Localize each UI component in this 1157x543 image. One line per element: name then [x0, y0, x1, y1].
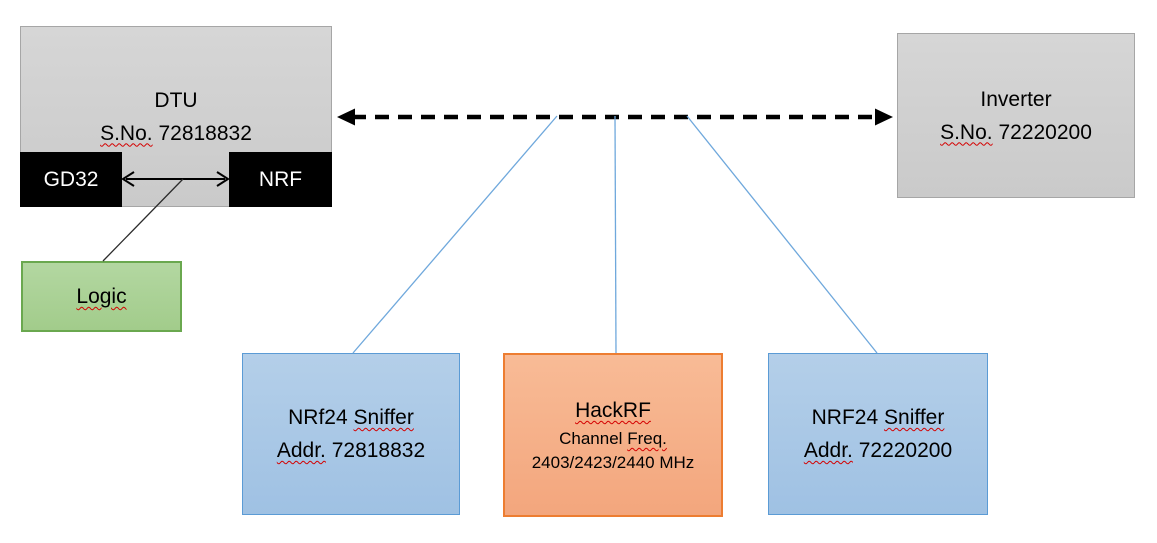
- sniffer-right-name-prefix: NRF24: [811, 406, 879, 429]
- inverter-serial: S.No. 72220200: [940, 116, 1092, 149]
- wireless-link-arrowhead-left: [337, 108, 355, 126]
- sniffer-left-addr-value: 72818832: [331, 439, 426, 462]
- sniffer-left-addr-label: Addr.: [276, 439, 326, 462]
- nrf-chip-box: NRF: [229, 152, 332, 207]
- tap-line-to-hackrf: [614, 115, 617, 354]
- sniffer-left-name: NRf24 Sniffer: [288, 401, 414, 434]
- dtu-serial-label: S.No.: [100, 121, 153, 145]
- sniffer-right-box: NRF24 Sniffer Addr. 72220200: [768, 353, 988, 515]
- nrf-label: NRF: [258, 168, 303, 191]
- dtu-title: DTU: [154, 88, 198, 112]
- gd32-label: GD32: [43, 168, 99, 191]
- inverter-serial-label: S.No.: [940, 120, 993, 144]
- sniffer-right-addr: Addr. 72220200: [804, 434, 952, 467]
- gd32-chip-box: GD32: [20, 152, 122, 207]
- sniffer-right-addr-label: Addr.: [803, 439, 853, 462]
- sniffer-right-name-word: Sniffer: [884, 406, 945, 429]
- wireless-link-arrowhead-right: [875, 108, 893, 126]
- sniffer-left-name-word: Sniffer: [353, 406, 414, 429]
- sniffer-left-box: NRf24 Sniffer Addr. 72818832: [242, 353, 460, 515]
- dtu-serial: S.No. 72818832: [100, 117, 252, 150]
- hackrf-channel-line: Channel Freq.: [559, 427, 667, 451]
- dtu-serial-value: 72818832: [158, 121, 252, 145]
- tap-line-to-sniffer-left: [352, 115, 558, 354]
- hackrf-box: HackRF Channel Freq. 2403/2423/2440 MHz: [503, 353, 723, 517]
- logic-label: Logic: [76, 285, 127, 308]
- hackrf-channel-label: Channel: [559, 429, 623, 448]
- inverter-serial-value: 72220200: [998, 120, 1092, 144]
- sniffer-left-name-prefix: NRf24: [288, 406, 348, 429]
- hackrf-title: HackRF: [575, 399, 651, 422]
- sniffer-right-addr-value: 72220200: [858, 439, 953, 462]
- sniffer-left-addr: Addr. 72818832: [277, 434, 425, 467]
- sniffer-right-name: NRF24 Sniffer: [812, 401, 945, 434]
- logic-analyzer-box: Logic: [21, 261, 182, 332]
- inverter-box: Inverter S.No. 72220200: [897, 33, 1135, 198]
- hackrf-channel-word: Freq.: [627, 429, 667, 448]
- inverter-title: Inverter: [980, 87, 1052, 111]
- hackrf-frequencies: 2403/2423/2440 MHz: [531, 453, 695, 472]
- tap-line-to-sniffer-right: [686, 115, 878, 354]
